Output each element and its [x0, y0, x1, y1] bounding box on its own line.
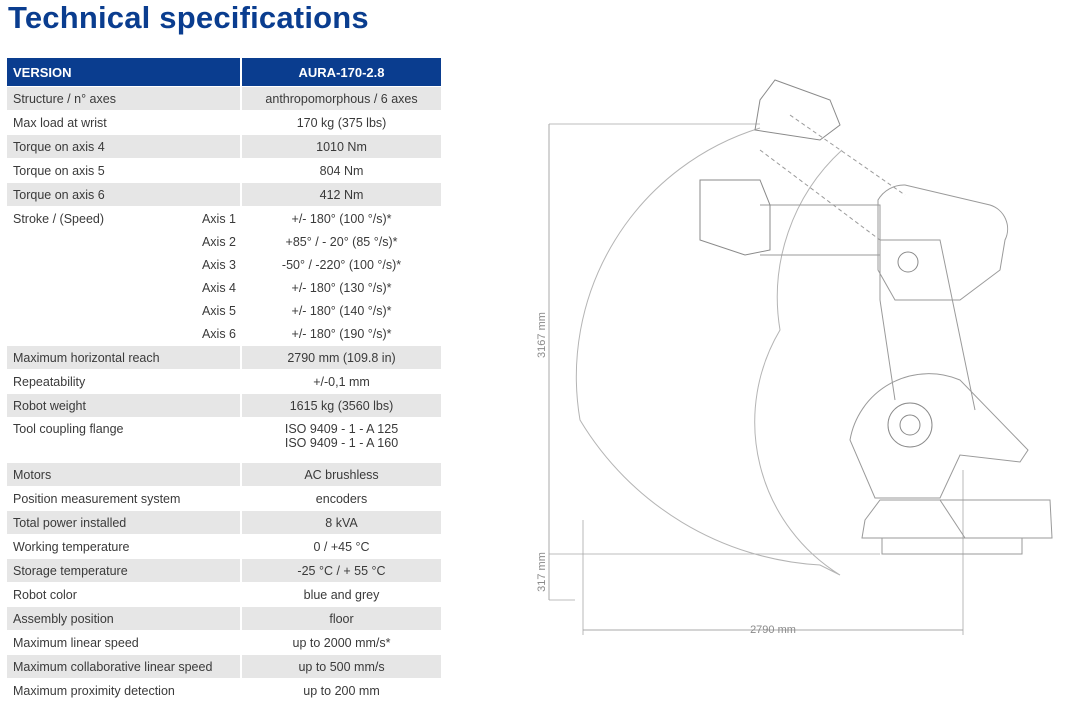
- stroke-row: Axis 6+/- 180° (190 °/s)*: [7, 322, 441, 346]
- dim-label-base: 317 mm: [536, 552, 548, 592]
- robot-lower-arm: [880, 240, 975, 410]
- row-value: -25 °C / + 55 °C: [241, 559, 441, 583]
- row-value: 804 Nm: [241, 159, 441, 183]
- work-envelope: [576, 128, 842, 575]
- row-value: 1010 Nm: [241, 135, 441, 159]
- stroke-row: Axis 4+/- 180° (130 °/s)*: [7, 276, 441, 299]
- row-label: Tool coupling flange: [7, 418, 241, 463]
- axis-label: Axis 4: [183, 276, 241, 299]
- row-label: Structure / n° axes: [7, 87, 241, 111]
- stroke-row: Stroke / (Speed)Axis 1+/- 180° (100 °/s)…: [7, 207, 441, 231]
- row-value: 8 kVA: [241, 511, 441, 535]
- row-label: Motors: [7, 463, 241, 487]
- flange-row: Tool coupling flange ISO 9409 - 1 - A 12…: [7, 418, 441, 463]
- robot-base: [862, 500, 1052, 538]
- axis-label: Axis 6: [183, 322, 241, 346]
- stroke-label: Stroke / (Speed): [7, 207, 183, 231]
- robot-turret: [850, 374, 1028, 498]
- table-row: Repeatability+/-0,1 mm: [7, 370, 441, 394]
- dim-label-reach: 2790 mm: [750, 624, 796, 636]
- axis-label: Axis 5: [183, 299, 241, 322]
- row-value: up to 2000 mm/s*: [241, 631, 441, 655]
- row-label: Maximum proximity detection: [7, 679, 241, 702]
- flange-value-2: ISO 9409 - 1 - A 160: [285, 436, 398, 450]
- table-header: VERSION AURA-170-2.8: [7, 58, 441, 87]
- axis-value: -50° / -220° (100 °/s)*: [241, 253, 441, 276]
- row-value: blue and grey: [241, 583, 441, 607]
- row-label: Torque on axis 6: [7, 183, 241, 207]
- row-label: Maximum horizontal reach: [7, 346, 241, 370]
- row-label: Repeatability: [7, 370, 241, 394]
- row-label: Maximum linear speed: [7, 631, 241, 655]
- model-header: AURA-170-2.8: [241, 58, 441, 87]
- version-header: VERSION: [7, 58, 241, 87]
- table-row: Storage temperature-25 °C / + 55 °C: [7, 559, 441, 583]
- row-value: AC brushless: [241, 463, 441, 487]
- flange-value-1: ISO 9409 - 1 - A 125: [285, 422, 398, 436]
- axis-label: Axis 3: [183, 253, 241, 276]
- axis-value: +/- 180° (140 °/s)*: [241, 299, 441, 322]
- row-label: Assembly position: [7, 607, 241, 631]
- row-label: Working temperature: [7, 535, 241, 559]
- row-value: 2790 mm (109.8 in): [241, 346, 441, 370]
- robot-forearm: [760, 205, 880, 255]
- axis-value: +/- 180° (130 °/s)*: [241, 276, 441, 299]
- page-title: Technical specifications: [8, 0, 369, 36]
- row-value: +/-0,1 mm: [241, 370, 441, 394]
- row-value: 170 kg (375 lbs): [241, 111, 441, 135]
- row-value: up to 200 mm: [241, 679, 441, 702]
- spec-table: VERSION AURA-170-2.8 Structure / n° axes…: [7, 58, 441, 702]
- stroke-row: Axis 3-50° / -220° (100 °/s)*: [7, 253, 441, 276]
- stroke-row: Axis 5+/- 180° (140 °/s)*: [7, 299, 441, 322]
- row-label: Torque on axis 5: [7, 159, 241, 183]
- stroke-row: Axis 2+85° / - 20° (85 °/s)*: [7, 230, 441, 253]
- row-value: 0 / +45 °C: [241, 535, 441, 559]
- axis-value: +/- 180° (190 °/s)*: [241, 322, 441, 346]
- row-label: Max load at wrist: [7, 111, 241, 135]
- row-label: Torque on axis 4: [7, 135, 241, 159]
- row-label: Robot weight: [7, 394, 241, 418]
- row-label: Total power installed: [7, 511, 241, 535]
- axis-value: +/- 180° (100 °/s)*: [241, 207, 441, 231]
- robot-drawing: 3167 mm 317 mm 2790 mm: [520, 60, 1070, 660]
- row-label: Storage temperature: [7, 559, 241, 583]
- axis-label: Axis 2: [183, 230, 241, 253]
- row-value: floor: [241, 607, 441, 631]
- row-label: Maximum collaborative linear speed: [7, 655, 241, 679]
- axis-value: +85° / - 20° (85 °/s)*: [241, 230, 441, 253]
- row-value: 1615 kg (3560 lbs): [241, 394, 441, 418]
- row-value: 412 Nm: [241, 183, 441, 207]
- row-value: anthropomorphous / 6 axes: [241, 87, 441, 111]
- row-label: Robot color: [7, 583, 241, 607]
- dim-label-height: 3167 mm: [536, 312, 548, 358]
- row-value: up to 500 mm/s: [241, 655, 441, 679]
- row-value: encoders: [241, 487, 441, 511]
- row-label: Position measurement system: [7, 487, 241, 511]
- robot-shoulder: [878, 185, 1008, 300]
- axis-label: Axis 1: [183, 207, 241, 231]
